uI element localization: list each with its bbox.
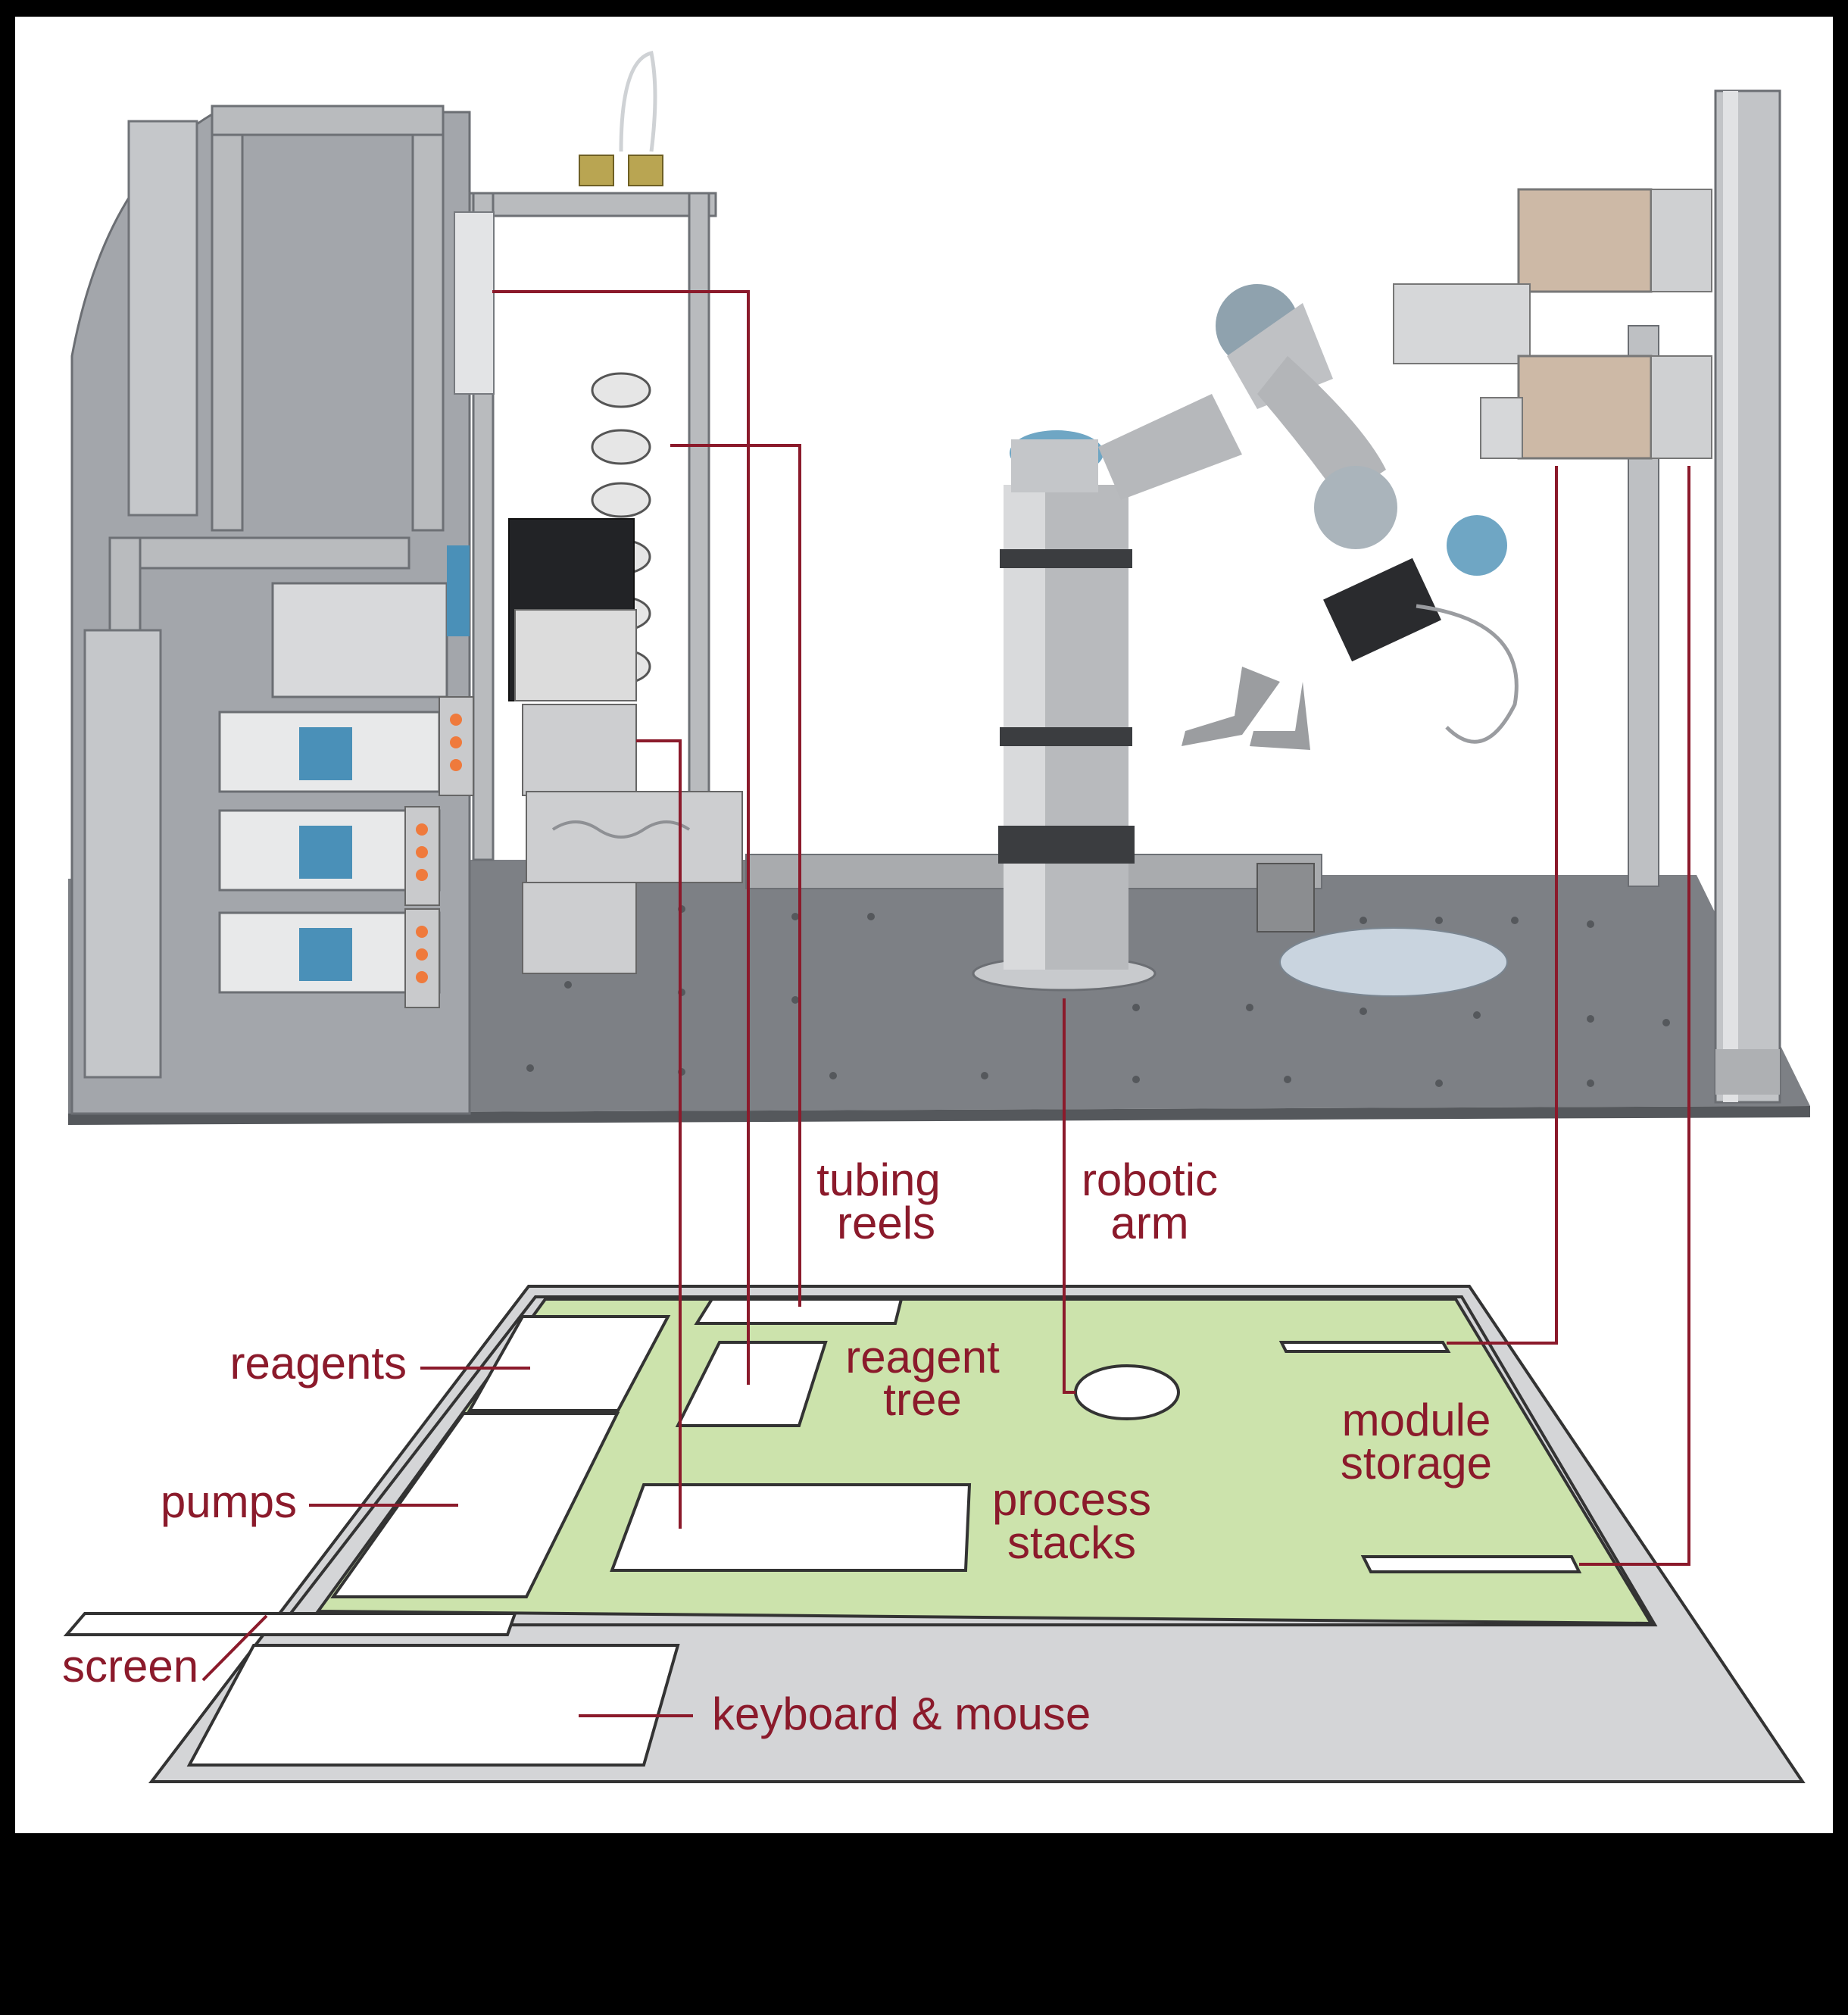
robotic-arm-base	[1074, 1364, 1180, 1420]
label-reagents: reagents	[230, 1338, 407, 1389]
platform-photo	[68, 50, 1810, 1125]
pumps-box	[330, 1412, 620, 1598]
label-keyboard-mouse: keyboard & mouse	[712, 1689, 1091, 1739]
label-tubing-reels-2: reels	[837, 1198, 935, 1248]
leader-module-storage-top	[1447, 466, 1558, 1345]
leader-reagent-tree	[492, 290, 750, 1385]
reagent-tree-box	[675, 1341, 828, 1427]
valve-manifolds	[404, 545, 474, 1008]
label-process-stacks-2: stacks	[1007, 1517, 1136, 1568]
keyboard-mouse-box	[186, 1644, 680, 1767]
process-stacks-box	[610, 1483, 972, 1572]
floor-inner-frame	[278, 1295, 1658, 1626]
labels: tubing reels robotic arm reagents reagen…	[62, 1154, 1492, 1739]
label-robotic-arm-1: robotic	[1082, 1154, 1218, 1205]
top-pump	[579, 155, 614, 186]
leader-process-stacks	[636, 739, 682, 1529]
reagents-box	[467, 1315, 671, 1412]
top-pump	[628, 155, 663, 186]
valve-rail	[127, 120, 198, 517]
leader-lines	[201, 290, 1690, 1717]
label-process-stacks-1: process	[992, 1474, 1151, 1525]
leader-tubing-reels	[670, 444, 801, 1307]
breadboard-table	[68, 860, 1810, 1114]
process-stacks-photo	[508, 518, 743, 974]
valve-block	[454, 211, 495, 395]
cable-box	[1256, 863, 1315, 933]
label-module-storage-2: storage	[1341, 1438, 1492, 1489]
label-reagent-tree-1: reagent	[845, 1332, 1000, 1382]
frame-beam	[108, 536, 410, 570]
breadboard-edge	[68, 1106, 1810, 1125]
label-reagent-tree-2: tree	[883, 1374, 961, 1425]
frame-column	[411, 105, 445, 532]
tree-top	[468, 192, 717, 217]
module-storage-photo	[1393, 89, 1781, 1104]
label-pumps: pumps	[161, 1476, 297, 1527]
tubing-loop	[619, 50, 657, 152]
floor-plan	[63, 1285, 1806, 1783]
screen-box	[63, 1612, 517, 1636]
label-tubing-reels-1: tubing	[816, 1154, 940, 1205]
frame-column	[211, 105, 244, 532]
label-robotic-arm-2: arm	[1110, 1198, 1188, 1248]
reagent-duct	[83, 629, 162, 1079]
label-module-storage-1: module	[1342, 1395, 1491, 1445]
syringe-pumps	[218, 582, 448, 994]
frame-beam	[211, 105, 445, 136]
module-storage-slot-bottom	[1360, 1555, 1582, 1573]
leader-screen	[201, 1614, 268, 1682]
floor-port	[1279, 927, 1508, 997]
robot-pedestal	[972, 485, 1157, 992]
leader-module-storage-bottom	[1579, 466, 1690, 1566]
tree-column	[688, 192, 710, 861]
label-screen: screen	[62, 1641, 198, 1692]
robot-arm-photo	[1010, 284, 1519, 750]
module-storage-slot-top	[1278, 1341, 1451, 1353]
leader-robotic-arm	[1063, 998, 1075, 1394]
